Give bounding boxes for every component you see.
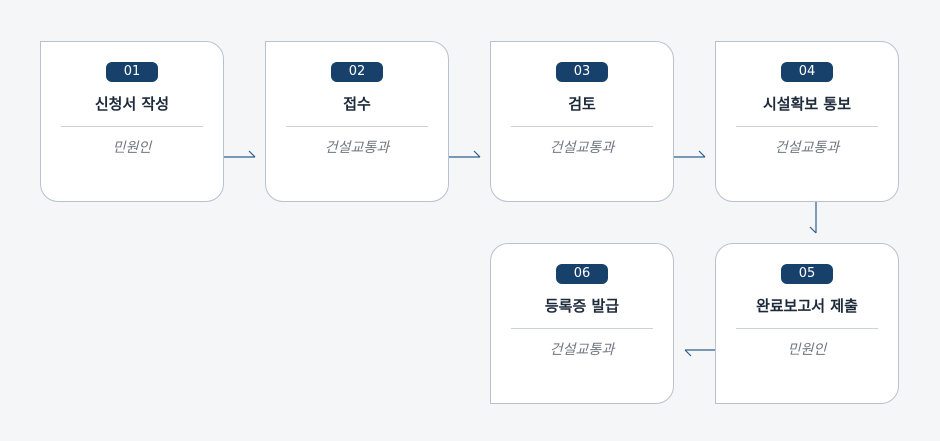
step-2-divider — [286, 126, 428, 127]
step-5-divider — [736, 328, 878, 329]
step-2-department: 건설교통과 — [324, 140, 390, 156]
step-6-department: 건설교통과 — [549, 342, 615, 358]
step-3-box: 03 검토 건설교통과 — [490, 41, 674, 202]
arrow-step1-to-step2 — [224, 150, 256, 158]
step-2-number-badge: 02 — [331, 62, 383, 82]
step-5-department: 민원인 — [787, 342, 827, 358]
step-1-title: 신청서 작성 — [94, 95, 170, 113]
step-4-department: 건설교통과 — [774, 140, 840, 156]
step-4-number-badge: 04 — [781, 62, 833, 82]
step-4-box: 04 시설확보 통보 건설교통과 — [715, 41, 899, 202]
arrow-step5-to-step6 — [684, 349, 715, 357]
step-6-divider — [511, 328, 653, 329]
step-4-title: 시설확보 통보 — [762, 95, 852, 113]
step-5-box: 05 완료보고서 제출 민원인 — [715, 243, 899, 404]
step-6-title: 등록증 발급 — [544, 297, 620, 315]
step-1-department: 민원인 — [112, 140, 152, 156]
step-4-divider — [736, 126, 878, 127]
arrow-step2-to-step3 — [449, 150, 481, 158]
step-3-divider — [511, 126, 653, 127]
step-2-box: 02 접수 건설교통과 — [265, 41, 449, 202]
step-3-number-badge: 03 — [556, 62, 608, 82]
step-6-number-badge: 06 — [556, 264, 608, 284]
step-3-title: 검토 — [568, 95, 596, 113]
arrow-step4-to-step5 — [809, 202, 817, 234]
step-5-number-badge: 05 — [781, 264, 833, 284]
step-1-box: 01 신청서 작성 민원인 — [40, 41, 224, 202]
step-2-title: 접수 — [343, 95, 371, 113]
arrow-step3-to-step4 — [674, 150, 706, 158]
step-1-divider — [61, 126, 203, 127]
step-6-box: 06 등록증 발급 건설교통과 — [490, 243, 674, 404]
step-3-department: 건설교통과 — [549, 140, 615, 156]
step-1-number-badge: 01 — [106, 62, 158, 82]
step-5-title: 완료보고서 제출 — [756, 297, 858, 315]
